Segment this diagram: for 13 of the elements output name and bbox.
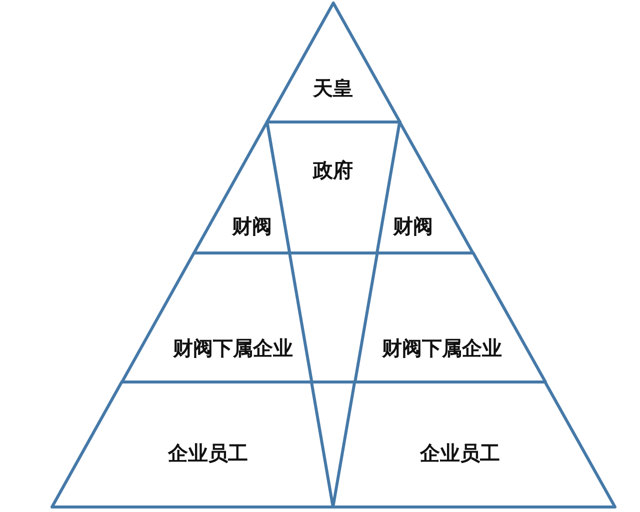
pyramid-segment — [331, 380, 617, 509]
pyramid-segment — [374, 120, 475, 255]
pyramid-segment — [50, 380, 335, 509]
segment-label: 财阀 — [392, 215, 433, 237]
segment-label: 财阀下属企业 — [382, 337, 502, 359]
pyramid-segment — [352, 251, 548, 384]
segment-label: 政府 — [312, 159, 353, 181]
segment-label: 企业员工 — [420, 442, 500, 464]
segment-label: 天皇 — [312, 77, 353, 99]
pyramid-segment — [192, 120, 292, 255]
segment-label: 企业员工 — [168, 442, 248, 464]
segment-label: 财阀下属企业 — [172, 337, 293, 359]
segment-label: 财阀 — [232, 215, 272, 237]
